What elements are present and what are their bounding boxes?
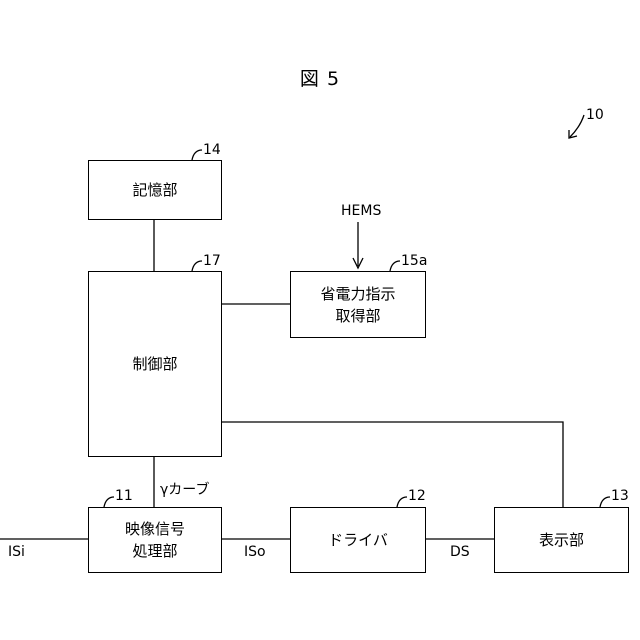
video-processing-block: 映像信号 処理部 bbox=[88, 507, 222, 573]
drive-signal-label: DS bbox=[450, 544, 470, 560]
memory-label: 記憶部 bbox=[132, 179, 177, 201]
driver-block: ドライバ bbox=[290, 507, 426, 573]
memory-block: 記憶部 bbox=[88, 160, 222, 220]
power-save-label-line1: 省電力指示 bbox=[320, 283, 395, 305]
ref-leader-14 bbox=[192, 150, 202, 160]
input-signal-label: ISi bbox=[8, 544, 25, 560]
power-save-label-line2: 取得部 bbox=[320, 305, 395, 327]
gamma-curve-label: γカーブ bbox=[160, 479, 209, 499]
control-display-line bbox=[221, 422, 563, 507]
power-save-ref: 15a bbox=[401, 253, 427, 269]
display-label: 表示部 bbox=[539, 529, 584, 551]
hems-label: HEMS bbox=[341, 203, 381, 219]
driver-label: ドライバ bbox=[328, 529, 388, 551]
ref-leader-11 bbox=[104, 497, 114, 507]
control-label: 制御部 bbox=[132, 353, 177, 375]
device-ref-leader bbox=[570, 115, 584, 137]
control-block: 制御部 bbox=[88, 271, 222, 457]
device-ref-label: 10 bbox=[586, 107, 604, 123]
video-processing-label-line2: 処理部 bbox=[125, 540, 185, 562]
ref-leader-12 bbox=[397, 497, 407, 507]
memory-ref: 14 bbox=[203, 142, 221, 158]
ref-leader-15a bbox=[390, 261, 400, 271]
ref-leader-13 bbox=[600, 497, 610, 507]
video-processing-label-line1: 映像信号 bbox=[125, 518, 185, 540]
driver-ref: 12 bbox=[408, 488, 426, 504]
display-block: 表示部 bbox=[494, 507, 629, 573]
control-ref: 17 bbox=[203, 253, 221, 269]
display-ref: 13 bbox=[611, 488, 629, 504]
ref-leader-17 bbox=[192, 261, 202, 271]
figure-title: 図 5 bbox=[0, 64, 640, 91]
power-save-block: 省電力指示 取得部 bbox=[290, 271, 426, 338]
output-signal-label: ISo bbox=[244, 544, 266, 560]
video-processing-ref: 11 bbox=[115, 488, 133, 504]
